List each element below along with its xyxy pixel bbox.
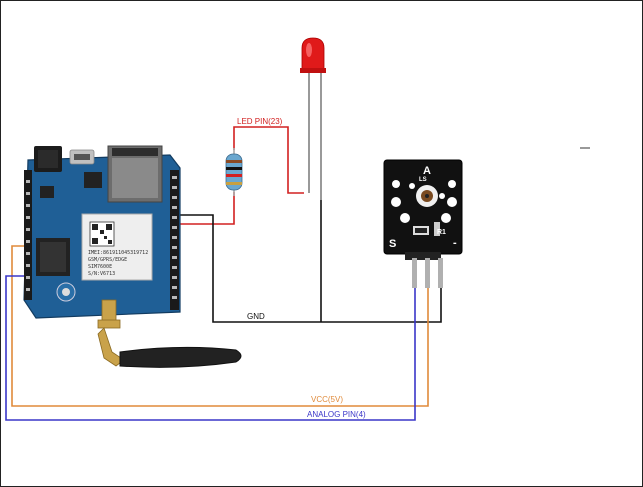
vcc-wire [11, 245, 429, 407]
module-label-s: S [389, 238, 396, 250]
sensor-pin-gnd [438, 258, 443, 288]
module-label-ls: LS [419, 177, 427, 183]
antenna [119, 346, 242, 368]
module-label-r1: R1 [437, 229, 446, 236]
red-led [300, 37, 326, 200]
left-pin-header [24, 170, 32, 300]
gnd-label: GND [247, 312, 265, 321]
ic-chip [84, 172, 102, 188]
led-anode-wire [233, 126, 304, 194]
antenna-connector [101, 299, 117, 323]
wires [5, 126, 442, 421]
led-pin-label: LED PIN(23) [237, 117, 283, 126]
sound-sensor-module: A LS R1 S - [383, 159, 463, 288]
sensor-pin-header [405, 252, 441, 260]
analog-wire [5, 275, 416, 421]
microcontroller-board: IMEI:861911045319712 GSM/GPRS/EDGE SIM76… [23, 145, 181, 367]
sensor-pin-signal [412, 258, 417, 288]
chip-text-4: S/N:V6713 [88, 271, 115, 277]
module-label-a: A [423, 165, 431, 177]
resistor [225, 148, 243, 196]
chip-text-3: SIM7600E [88, 264, 112, 270]
module-label-minus: - [453, 237, 457, 249]
gnd-wire [176, 214, 442, 323]
right-pin-header [170, 170, 179, 310]
analog-pin-label: ANALOG PIN(4) [307, 410, 366, 419]
chip-text-2: GSM/GPRS/EDGE [88, 257, 127, 263]
chip-text-1: IMEI:861911045319712 [88, 250, 148, 256]
led-pin-wire [176, 192, 235, 225]
vcc-label: VCC(5V) [311, 395, 343, 404]
sensor-pin-vcc [425, 258, 430, 288]
